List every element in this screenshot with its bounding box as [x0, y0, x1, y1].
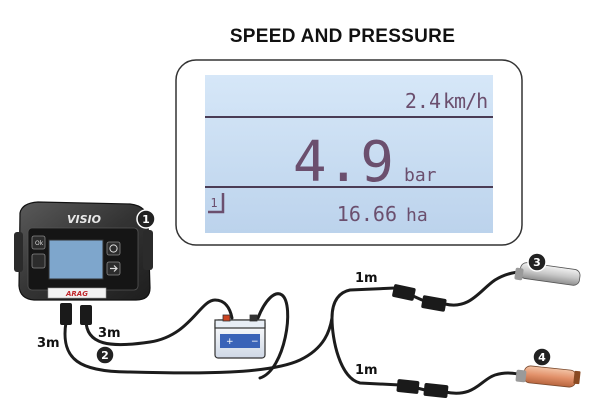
- cable-battery: [84, 298, 234, 347]
- callout-cable-number: 2: [101, 349, 109, 362]
- cable-length-upper: 1m: [355, 271, 378, 286]
- lcd-pressure-value: 4.9: [293, 130, 394, 195]
- lcd-speed-unit: km/h: [443, 89, 487, 113]
- connector-lower-1: [396, 379, 420, 394]
- sensor-speed: [514, 262, 581, 286]
- svg-text:+: +: [226, 337, 234, 347]
- cable-lower-end: [443, 371, 520, 395]
- cable-main-long: [63, 316, 334, 375]
- callout-sensor-top: 3: [527, 252, 547, 272]
- device-key-power: [106, 241, 121, 256]
- cable-battery-out: [256, 292, 290, 380]
- lcd-mode-indicator: 1: [208, 193, 225, 214]
- cables: [63, 270, 524, 395]
- visio-device: Ok VISIO ARAG: [14, 201, 153, 301]
- cable-upper-mid: [411, 294, 424, 302]
- lcd-area-value: 16.66: [337, 202, 397, 226]
- callout-device: 1: [136, 209, 156, 229]
- callout-device-number: 1: [142, 213, 150, 226]
- lcd-area-unit: ha: [406, 205, 428, 226]
- lcd-display-panel: 2.4 km/h 4.9 bar 16.66 ha 1: [175, 59, 523, 246]
- device-key-shift: [31, 253, 46, 269]
- callout-sensor-bottom-number: 4: [538, 351, 546, 364]
- connector-upper-1: [392, 284, 416, 301]
- cable-length-lower: 1m: [355, 363, 378, 378]
- callout-cable: 2: [95, 345, 115, 365]
- lcd-mode-number: 1: [210, 196, 217, 210]
- device-model-label: VISIO: [67, 213, 101, 226]
- lcd-pressure-unit: bar: [404, 165, 437, 186]
- sensor-pressure: [515, 365, 581, 388]
- cable-length-left-outer: 3m: [37, 336, 60, 351]
- device-key-ok-label: Ok: [35, 240, 44, 247]
- callout-sensor-bottom: 4: [532, 347, 552, 367]
- diagram-title: SPEED AND PRESSURE: [229, 26, 456, 47]
- device-key-ok: [31, 235, 46, 250]
- callout-sensor-top-number: 3: [533, 256, 541, 269]
- lcd-screen: [205, 75, 493, 233]
- connector-left-inner: [80, 305, 92, 325]
- device-brand-logo: ARAG: [65, 290, 88, 298]
- connector-lower-2: [423, 382, 449, 399]
- device-keys: Ok: [31, 235, 121, 276]
- connector-upper-2: [421, 295, 447, 312]
- battery-icon: + −: [214, 314, 266, 359]
- connector-left-outer: [60, 303, 72, 325]
- svg-text:−: −: [251, 337, 259, 347]
- arrow-right-icon: [110, 265, 118, 272]
- cable-upper-branch-start: [330, 286, 397, 320]
- cable-length-left-inner: 3m: [98, 326, 121, 341]
- lcd-speed-value: 2.4: [405, 89, 441, 113]
- cable-upper-end: [443, 270, 524, 307]
- cable-lower-branch-start: [330, 316, 402, 387]
- connectors: [60, 284, 449, 399]
- power-icon: [109, 244, 118, 253]
